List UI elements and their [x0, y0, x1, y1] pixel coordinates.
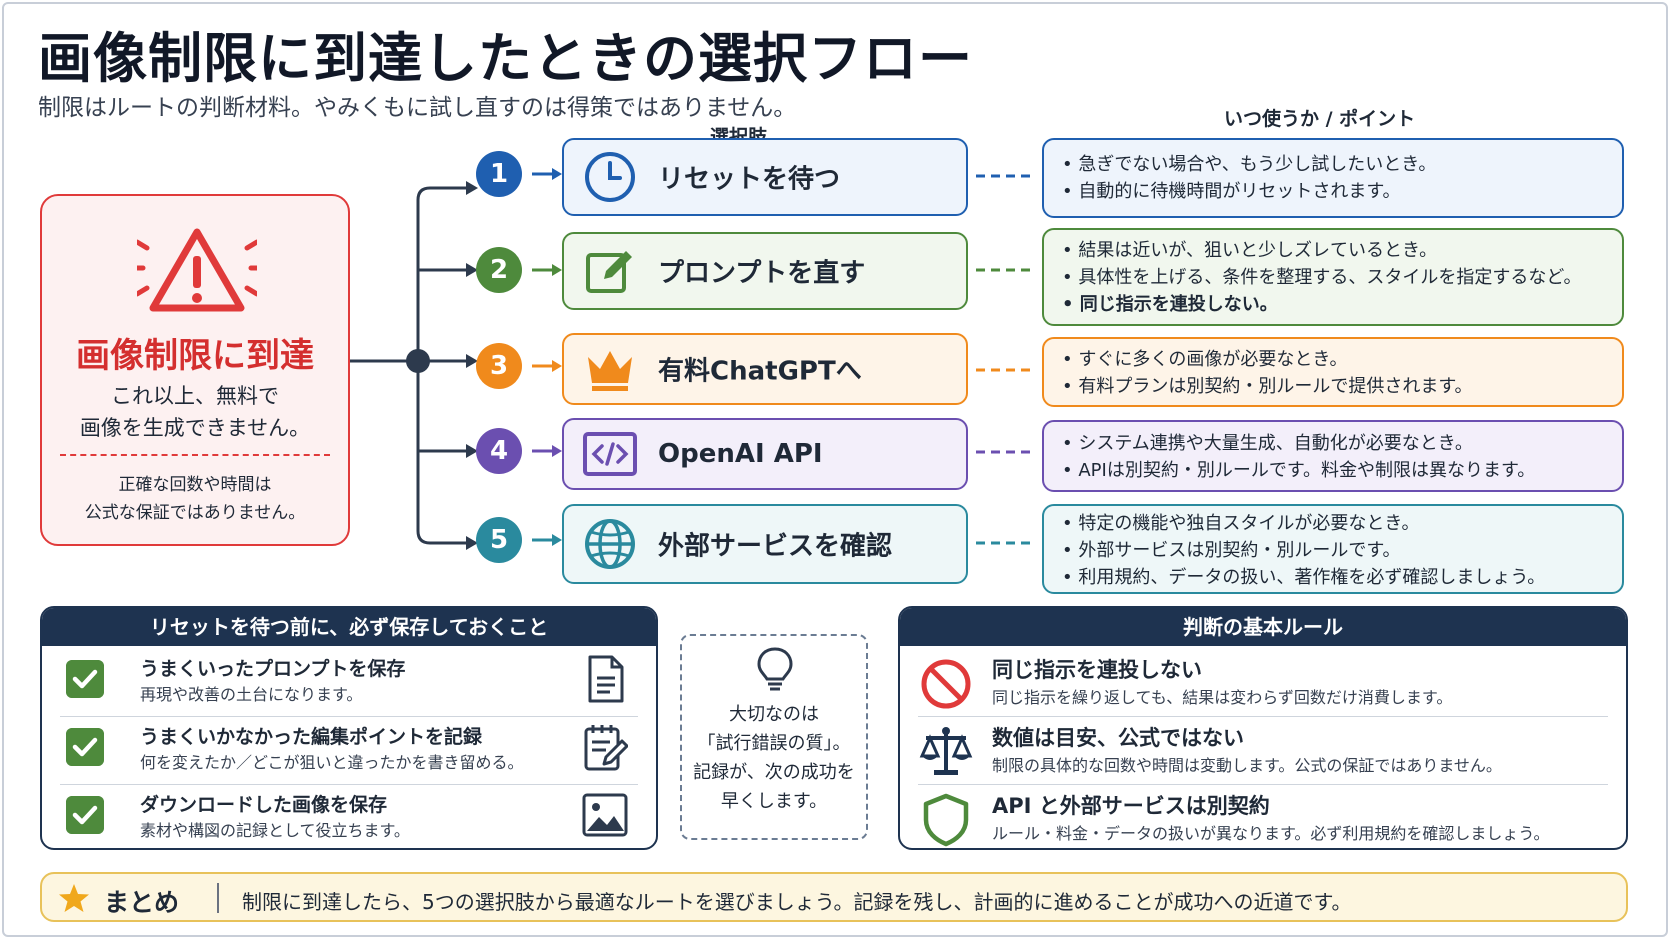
alert-title: 画像制限に到達: [76, 336, 314, 376]
rule-title: 数値は目安、公式ではない: [992, 726, 1244, 750]
rule-desc: 制限の具体的な回数や時間は変動します。公式の保証ではありません。: [992, 756, 1502, 775]
save-item-title: うまくいったプロンプトを保存: [140, 658, 406, 680]
prohibited-icon: [921, 659, 971, 709]
points-paid-chatgpt: すぐに多くの画像が必要なとき。 有料プランは別契約・別ルールで提供されます。: [1042, 337, 1624, 407]
alert-message-line-2: 画像を生成できません。: [79, 416, 311, 440]
option-label: プロンプトを直す: [658, 258, 866, 289]
option-label: リセットを待つ: [658, 164, 841, 195]
summary-label: まとめ: [104, 888, 180, 917]
option-paid-chatgpt: 有料ChatGPTへ: [562, 333, 968, 405]
save-panel-title: リセットを待つ前に、必ず保存しておくこと: [42, 608, 656, 646]
point-item: 特定の機能や独自スタイルが必要なとき。: [1062, 510, 1604, 537]
alert-note: 正確な回数や時間は 公式な保証ではありません。: [42, 471, 348, 527]
save-item: ダウンロードした画像を保存 素材や構図の記録として役立ちます。: [60, 790, 638, 846]
rule-item: 同じ指示を連投しない 同じ指示を繰り返しても、結果は変わらず回数だけ消費します。: [918, 654, 1608, 712]
page-title: 画像制限に到達したときの選択フロー: [38, 27, 973, 90]
point-item: 有料プランは別契約・別ルールで提供されます。: [1062, 373, 1604, 400]
point-item: 自動的に待機時間がリセットされます。: [1062, 178, 1604, 205]
save-item-title: ダウンロードした画像を保存: [140, 794, 388, 816]
save-item: うまくいかなかった編集ポイントを記録 何を変えたか／どこが狙いと違ったかを書き留…: [60, 722, 638, 778]
tip-line-1: 大切なのは: [729, 704, 819, 725]
option-fix-prompt: プロンプトを直す: [562, 232, 968, 310]
save-item: うまくいったプロンプトを保存 再現や改善の土台になります。: [60, 654, 638, 710]
rule-desc: 同じ指示を繰り返しても、結果は変わらず回数だけ消費します。: [992, 688, 1453, 707]
rule-title: 同じ指示を連投しない: [992, 658, 1202, 682]
option-label: OpenAI API: [658, 439, 823, 469]
summary-divider: [217, 883, 219, 913]
scale-icon: [919, 727, 973, 775]
points-fix-prompt: 結果は近いが、狙いと少しズレているとき。 具体性を上げる、条件を整理する、スタイ…: [1042, 228, 1624, 326]
checkbox-icon: [66, 728, 104, 766]
limit-reached-box: 画像制限に到達 これ以上、無料で 画像を生成できません。 正確な回数や時間は 公…: [40, 194, 350, 546]
tip-box: 大切なのは 「試行錯誤の質」。 記録が、次の成功を 早くします。: [680, 634, 868, 840]
save-item-title: うまくいかなかった編集ポイントを記録: [140, 726, 483, 748]
checkbox-icon: [66, 796, 104, 834]
alert-note-line-2: 公式な保証ではありません。: [84, 503, 306, 523]
notepad-icon: [584, 725, 628, 771]
point-item-bold: 同じ指示を連投しない。: [1062, 291, 1604, 318]
point-item: すぐに多くの画像が必要なとき。: [1062, 346, 1604, 373]
point-item: 結果は近いが、狙いと少しズレているとき。: [1062, 237, 1604, 264]
save-item-desc: 何を変えたか／どこが狙いと違ったかを書き留める。: [140, 753, 524, 772]
point-item: APIは別契約・別ルールです。料金や制限は異なります。: [1062, 457, 1604, 484]
point-item: 利用規約、データの扱い、著作権を必ず確認しましょう。: [1062, 564, 1604, 591]
option-number-3: 3: [476, 343, 522, 389]
rules-panel-title: 判断の基本ルール: [900, 608, 1626, 646]
code-icon: [583, 432, 637, 476]
summary-text: 制限に到達したら、5つの選択肢から最適なルートを選びましょう。記録を残し、計画的…: [242, 890, 1352, 914]
clock-icon: [585, 152, 635, 202]
globe-icon: [585, 519, 635, 569]
summary-bar: まとめ 制限に到達したら、5つの選択肢から最適なルートを選びましょう。記録を残し…: [40, 872, 1628, 922]
row-divider: [918, 716, 1608, 717]
tip-line-3: 記録が、次の成功を: [693, 762, 855, 783]
tip-line-4: 早くします。: [720, 791, 828, 812]
shield-icon: [923, 793, 969, 847]
point-item: システム連携や大量生成、自動化が必要なとき。: [1062, 430, 1604, 457]
rule-desc: ルール・料金・データの扱いが異なります。必ず利用規約を確認しましょう。: [992, 824, 1550, 843]
row-divider: [60, 716, 638, 717]
point-item: 外部サービスは別契約・別ルールです。: [1062, 537, 1604, 564]
lightbulb-icon: [757, 647, 793, 691]
row-divider: [60, 784, 638, 785]
points-wait-reset: 急ぎでない場合や、もう少し試したいとき。 自動的に待機時間がリセットされます。: [1042, 138, 1624, 218]
save-before-reset-panel: リセットを待つ前に、必ず保存しておくこと うまくいったプロンプトを保存 再現や改…: [40, 606, 658, 850]
page-subtitle: 制限はルートの判断材料。やみくもに試し直すのは得策ではありません。: [38, 95, 797, 121]
alert-note-line-1: 正確な回数や時間は: [118, 475, 272, 495]
basic-rules-panel: 判断の基本ルール 同じ指示を連投しない 同じ指示を繰り返しても、結果は変わらず回…: [898, 606, 1628, 850]
option-wait-reset: リセットを待つ: [562, 138, 968, 216]
point-item: 具体性を上げる、条件を整理する、スタイルを指定するなど。: [1062, 264, 1604, 291]
checkbox-icon: [66, 660, 104, 698]
alert-divider: [60, 454, 330, 456]
tip-line-2: 「試行錯誤の質」。: [697, 733, 851, 754]
tip-text: 大切なのは 「試行錯誤の質」。 記録が、次の成功を 早くします。: [682, 700, 866, 816]
points-openai-api: システム連携や大量生成、自動化が必要なとき。 APIは別契約・別ルールです。料金…: [1042, 420, 1624, 492]
option-label: 有料ChatGPTへ: [658, 356, 862, 387]
option-number-4: 4: [476, 428, 522, 474]
option-label: 外部サービスを確認: [658, 531, 893, 562]
save-item-desc: 再現や改善の土台になります。: [140, 685, 363, 704]
option-external-service: 外部サービスを確認: [562, 504, 968, 584]
row-divider: [918, 784, 1608, 785]
option-openai-api: OpenAI API: [562, 418, 968, 490]
point-item: 急ぎでない場合や、もう少し試したいとき。: [1062, 151, 1604, 178]
save-item-desc: 素材や構図の記録として役立ちます。: [140, 821, 410, 840]
alert-message: これ以上、無料で 画像を生成できません。: [42, 380, 348, 444]
option-number-2: 2: [476, 247, 522, 293]
image-icon: [582, 793, 628, 837]
alert-message-line-1: これ以上、無料で: [111, 384, 279, 408]
option-number-5: 5: [476, 517, 522, 563]
rule-title: API と外部サービスは別契約: [992, 794, 1270, 818]
option-number-1: 1: [476, 151, 522, 197]
crown-icon: [588, 351, 632, 391]
edit-icon: [586, 251, 632, 293]
rule-item: 数値は目安、公式ではない 制限の具体的な回数や時間は変動します。公式の保証ではあ…: [918, 722, 1608, 780]
rule-item: API と外部サービスは別契約 ルール・料金・データの扱いが異なります。必ず利用…: [918, 790, 1608, 848]
points-external-service: 特定の機能や独自スタイルが必要なとき。 外部サービスは別契約・別ルールです。 利…: [1042, 504, 1624, 594]
points-column-heading: いつ使うか / ポイント: [1224, 108, 1416, 130]
warning-icon: [137, 228, 257, 312]
document-icon: [588, 655, 624, 703]
star-icon: [59, 884, 89, 912]
